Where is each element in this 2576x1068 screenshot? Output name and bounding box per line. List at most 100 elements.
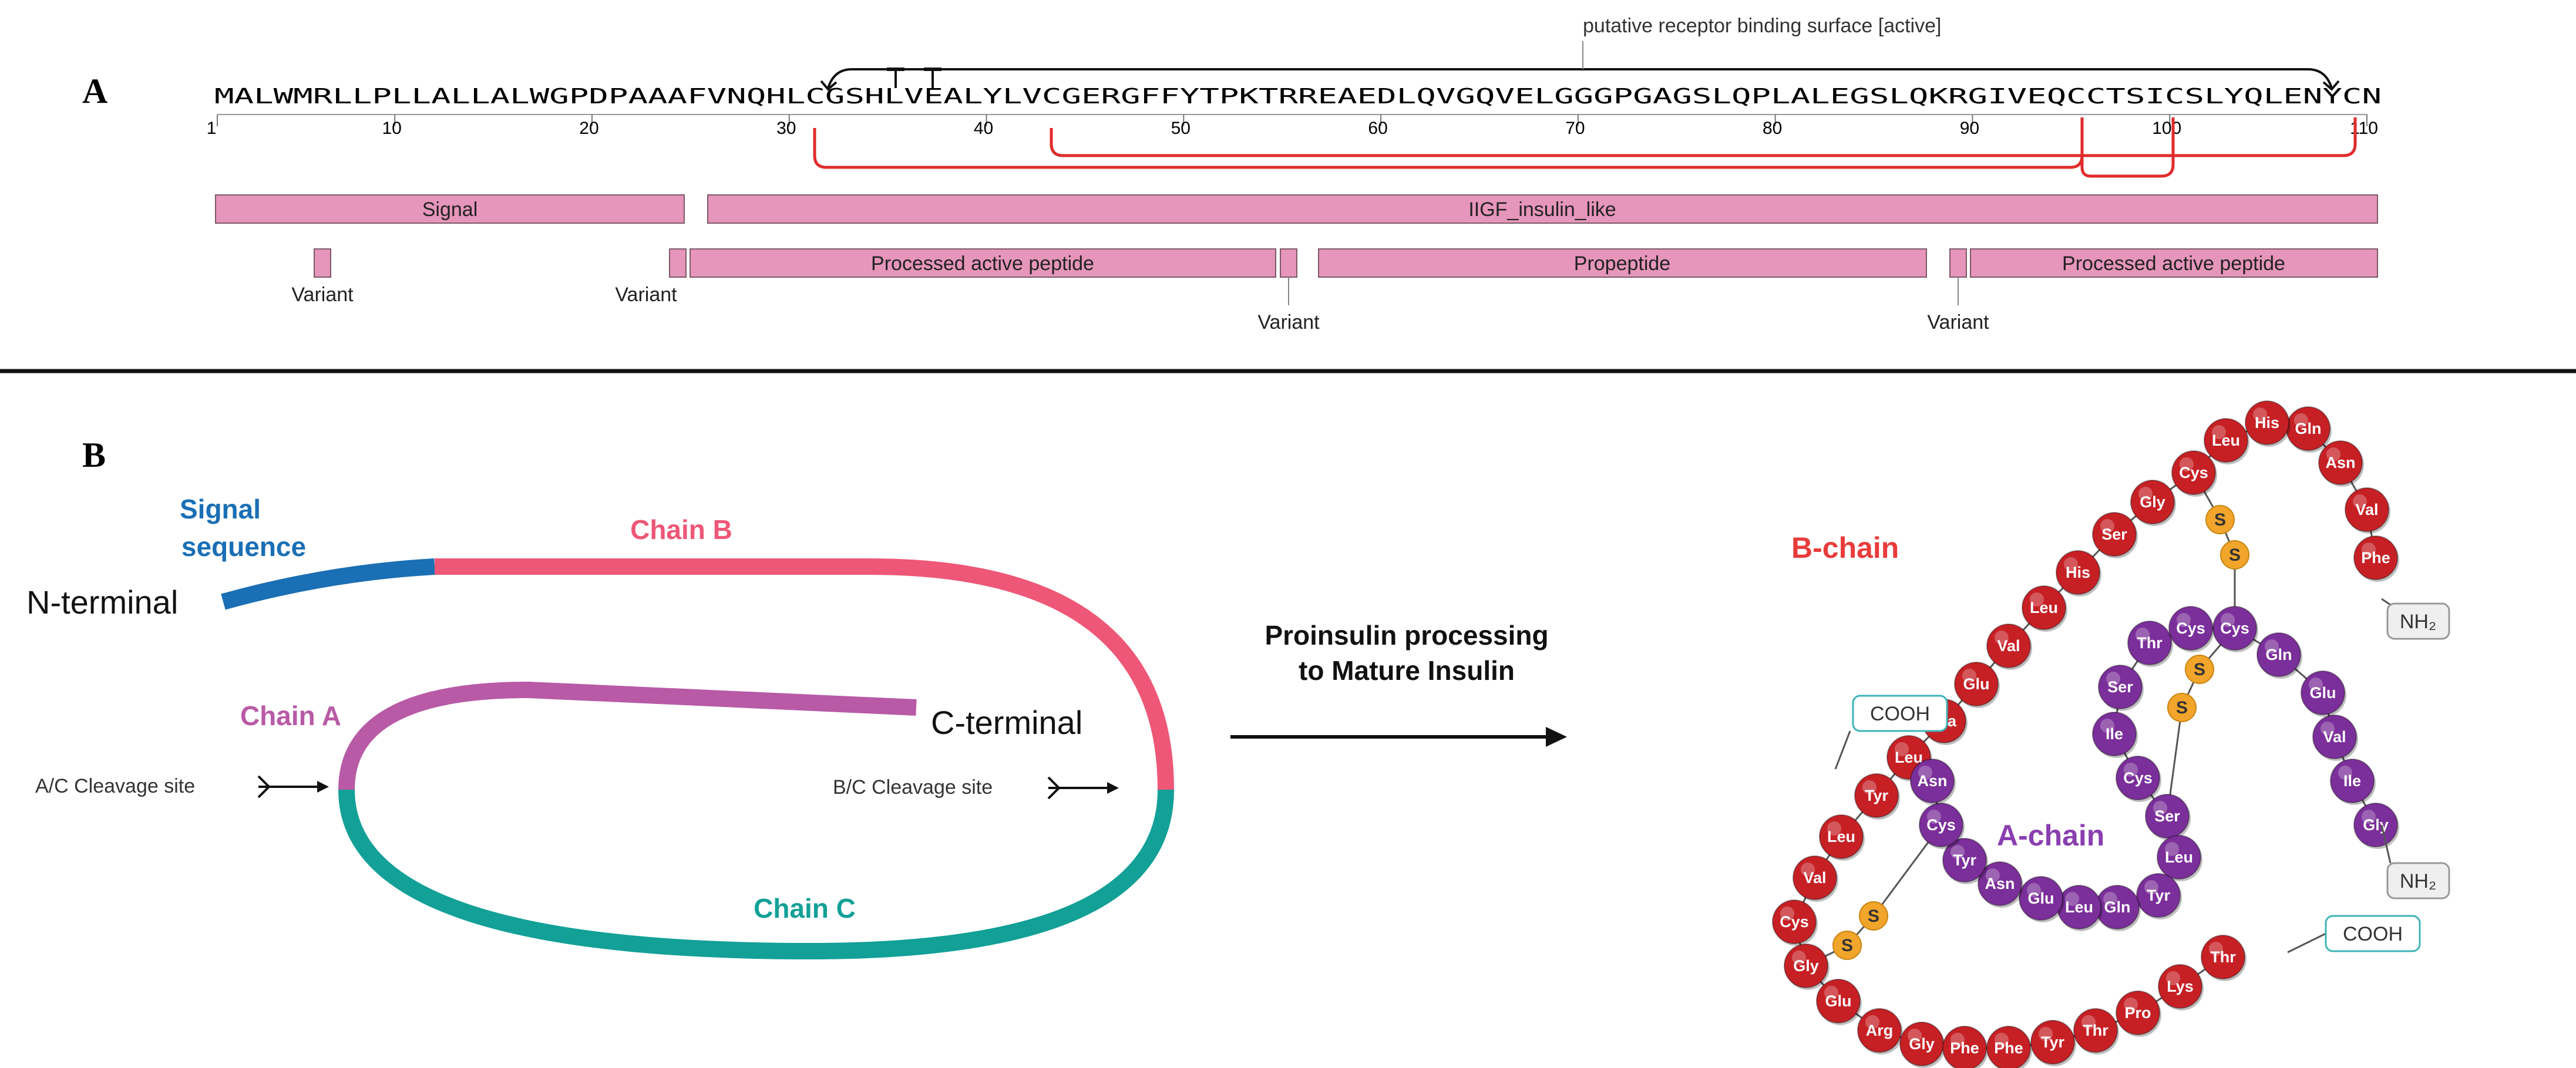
binding-surface-bracket (820, 41, 2340, 91)
b-res-residue-label: Tyr (1865, 787, 1889, 804)
b-res-residue-label: Gly (1793, 957, 1819, 975)
b-res-residue: Arg (1857, 1008, 1903, 1054)
b-res-residue: Leu (2022, 585, 2067, 632)
chain-b-label: Chain B (630, 514, 732, 545)
a-res-residue-label: Gly (2363, 816, 2389, 834)
b-res-residue: Phe (2353, 535, 2399, 582)
b-res-residue-label: Gly (1909, 1035, 1935, 1053)
bc-cleavage-arrow (1047, 776, 1119, 800)
a-res-residue: Glu (2301, 671, 2346, 717)
b-res-residue-label: Gln (2295, 420, 2322, 437)
b-res-residue: Gly (1784, 944, 1830, 990)
b-res-residue: Cys (1772, 899, 1818, 946)
a-res-residue-label: Asn (1985, 875, 2015, 892)
ruler-tick-label: 60 (1368, 119, 1387, 138)
b-res-residue: His (2245, 400, 2291, 447)
a-res-residue: Thr (2127, 621, 2173, 667)
ruler-tick-label: 50 (1171, 119, 1191, 138)
b-res-residue-label: Glu (1825, 992, 1852, 1010)
b-res-residue-label: Thr (2210, 948, 2236, 966)
sulfur-atom-label: S (2176, 698, 2188, 717)
b-res-residue: Cys (2171, 450, 2217, 497)
feature-peptide-2-label: Processed active peptide (2062, 252, 2285, 275)
sulfur-atom: S (2185, 655, 2214, 684)
a-res-residue: Leu (2157, 835, 2202, 881)
ruler-tick-label: 30 (776, 119, 796, 138)
disulfide-links (813, 117, 2357, 178)
disulfide-link-3 (2080, 117, 2175, 178)
binding-surface-label: putative receptor binding surface [activ… (1583, 15, 1941, 37)
chain-c-label: Chain C (754, 893, 856, 924)
panel-b: B Signal sequence Chain B Chain A Chain … (26, 400, 2450, 1068)
a-res-residue: Ile (2330, 759, 2376, 805)
b-res-residue-label: Lys (2167, 978, 2194, 995)
nh2-a-box: NH₂ (2380, 824, 2450, 899)
b-res-residue: Phe (1942, 1026, 1988, 1068)
ruler-tick-label: 1 (207, 119, 217, 138)
variant-label-2: Variant (615, 284, 677, 306)
feature-peptide-1 (690, 248, 1276, 278)
b-res-residue: Tyr (1854, 773, 1900, 820)
panel-a-label: A (82, 72, 107, 110)
b-res-residue: Asn (2318, 440, 2364, 487)
chain-b-segment (435, 558, 1174, 790)
a-res-residue: Ser (2098, 665, 2144, 711)
b-res-residue: Glu (1954, 662, 2000, 708)
nh2-b-label: NH₂ (2400, 611, 2436, 633)
a-res-residue-label: Leu (2065, 898, 2093, 916)
b-res-residue-label: Leu (1827, 828, 1855, 845)
bc-cleavage-label: B/C Cleavage site (833, 776, 993, 799)
chain-c-segment (338, 789, 1174, 960)
cooh-a-label: COOH (1870, 703, 1930, 725)
disulfide-bonds (1805, 472, 2236, 967)
a-res-residue: Ile (2092, 712, 2138, 758)
b-res-residue-label: Pro (2124, 1004, 2151, 1022)
feature-domain (707, 194, 2378, 224)
a-res-residue: Gly (2353, 803, 2399, 849)
signal-sequence-segment (221, 558, 435, 610)
feature-domain-label: IIGF_insulin_like (1468, 198, 1616, 221)
b-res-residue-label: Ser (2101, 525, 2127, 543)
nh2-a-label: NH₂ (2400, 870, 2436, 892)
sulfur-atom-label: S (2214, 510, 2226, 530)
feature-signal (215, 194, 685, 224)
disulfide-link-1 (813, 117, 2084, 169)
a-res-residue: Tyr (2136, 873, 2182, 919)
cooh-a-box: COOH (1834, 695, 1948, 770)
cooh-b-label: COOH (2343, 923, 2403, 945)
b-res-residue: His (2056, 550, 2101, 597)
b-res-residue-label: Cys (2179, 464, 2208, 481)
a-res-residue: Gln (2256, 632, 2302, 679)
a-res-residue-label: Cys (2123, 769, 2153, 787)
b-res-residue-label: Phe (1994, 1039, 2023, 1057)
ruler-tick-label: 80 (1763, 119, 1782, 138)
a-res-residue-label: Gln (2104, 898, 2131, 916)
b-res-residue-label: His (2255, 414, 2279, 432)
signal-sequence-label-line2: sequence (181, 531, 306, 562)
b-res-residue-label: Tyr (2041, 1033, 2065, 1051)
sulfur-atom: S (1859, 901, 1888, 931)
variant-label-3: Variant (1257, 311, 1320, 333)
b-res-residue-label: Asn (2325, 454, 2355, 471)
a-res-residue: Cys (2212, 606, 2258, 652)
b-chain: PheValAsnGlnHisLeuCysGlySerHisLeuValGluA… (1772, 400, 2399, 1068)
disulfide-link-2 (1050, 117, 2357, 157)
ruler-tick-label: 20 (579, 119, 598, 138)
disulfide-bond (1805, 824, 1942, 967)
a-res-residue-label: Glu (2310, 684, 2336, 702)
a-res-residue-label: Tyr (2147, 887, 2171, 904)
variant-box-4 (1949, 248, 1967, 278)
b-res-residue: Leu (2204, 418, 2249, 464)
b-res-residue: Phe (1986, 1026, 2032, 1068)
feature-signal-label: Signal (422, 198, 478, 221)
a-res-residue-label: Thr (2137, 634, 2163, 652)
b-res-residue-label: Val (1997, 637, 2020, 655)
b-res-residue-label: Leu (1895, 749, 1923, 766)
a-res-residue-label: Val (2323, 728, 2346, 746)
a-res-residue-label: Cys (1926, 816, 1956, 834)
nh2-b-box: NH₂ (2381, 598, 2450, 640)
b-res-residue-label: Leu (2212, 432, 2240, 449)
a-res-residue: Cys (1919, 803, 1965, 849)
